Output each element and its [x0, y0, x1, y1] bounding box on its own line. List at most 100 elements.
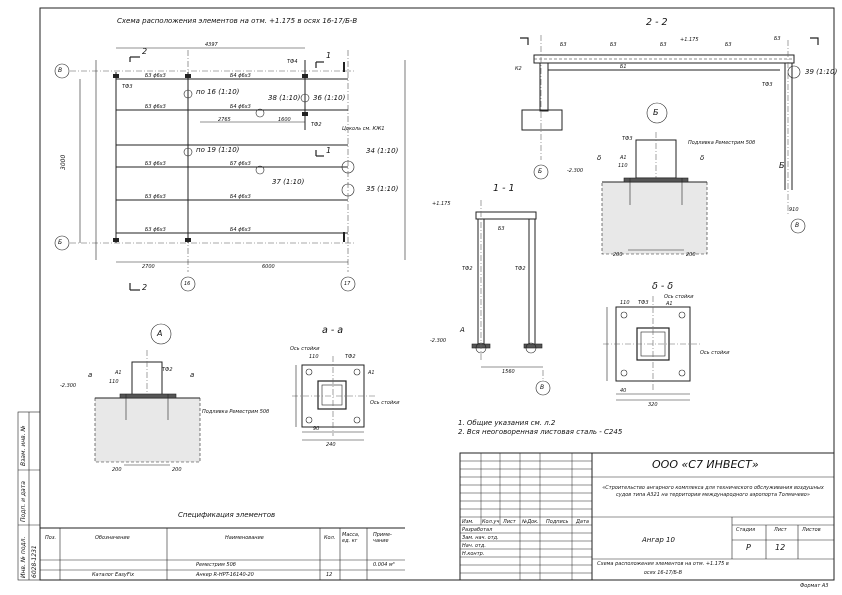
label-tf4: ТФ4 [287, 59, 298, 65]
s22-axis-v: В [795, 222, 800, 229]
s22-elev: +1.175 [680, 37, 699, 43]
stamp-col-izm: Изм. [462, 519, 474, 525]
s22-d910: 910 [789, 207, 799, 213]
nodeA-tf2: ТФ2 [162, 367, 173, 373]
s22-axis-b: Б [538, 168, 543, 175]
stamp-building: Ангар 10 [642, 536, 675, 544]
nodeB-i10: 110 [618, 163, 628, 169]
nodeA-label: А [157, 329, 163, 338]
s11-axis-a: А [460, 326, 465, 334]
s22-b3-2: Б3 [610, 42, 617, 48]
cut-2-bottom: 2 [142, 283, 148, 292]
s22-b3-4: Б3 [725, 42, 732, 48]
s11-d1560: 1560 [502, 369, 515, 375]
sAA-i10: 110 [309, 354, 319, 360]
sDD-d320: 320 [648, 402, 658, 408]
stamp-role-3: Нач. отд. [462, 543, 486, 549]
spec-header-pos: Поз. [45, 535, 57, 541]
stamp-sheet-header: Лист [774, 527, 787, 533]
stamp-sheets-header: Листов [802, 527, 821, 533]
s22-tf3: ТФ3 [762, 82, 773, 88]
stamp-col-koluch: Кол.уч [482, 519, 500, 525]
nodeA-d200-1: 200 [112, 467, 122, 473]
plan-title: Схема расположения элементов на отм. +1.… [117, 17, 358, 25]
callout-19: по 19 (1:10) [196, 146, 240, 154]
sDD-tf3: ТФ3 [638, 300, 649, 306]
callout-35: 35 (1:10) [366, 185, 399, 193]
spec-title: Спецификация элементов [178, 511, 276, 519]
stamp-role-4: Н.контр. [462, 551, 485, 557]
nodeA-i10: 110 [109, 379, 119, 385]
stamp-role-2: Зам. нач. отд. [462, 535, 499, 541]
dim-3000: 3000 [60, 154, 67, 170]
note-1: 1. Общие указания см. л.2 [458, 419, 556, 427]
dim-4397: 4397 [205, 42, 218, 48]
beam-b4-2: Б4 ϕ6x3 [230, 104, 251, 110]
nodeB-elev: -2.300 [567, 168, 584, 174]
sDD-i10: 110 [620, 300, 630, 306]
cut-2-top: 2 [142, 47, 148, 56]
axis-v-plan: В [58, 67, 63, 74]
side-vzam: Взам. инв. № [20, 425, 27, 466]
sAA-d240: 240 [326, 442, 336, 448]
label-tf2: ТФ2 [311, 122, 322, 128]
callout-34: 34 (1:10) [366, 147, 399, 155]
spec-header-qty: Кол. [324, 535, 336, 541]
sAA-d90: 90 [313, 426, 320, 432]
dim-2765: 2765 [218, 117, 231, 123]
side-sign: Подп. и дата [20, 481, 27, 522]
cut-1-top: 1 [326, 51, 332, 60]
s22-k2: К2 [515, 66, 522, 72]
nodeB-a1: А1 [620, 155, 627, 161]
spec-row1-name: Реместрим 50б [196, 562, 236, 568]
sDD-os: Ось стойки [664, 294, 694, 300]
spec-row2-code: Каталог EasyFix [92, 572, 135, 578]
cut-1-bottom: 1 [326, 146, 332, 155]
axis-b-plan: Б [58, 239, 63, 246]
beam-b3-5: Б3 ϕ6x3 [145, 227, 166, 233]
spec-header-code: Обозначение [95, 535, 130, 541]
section22-title: 2 - 2 [646, 17, 668, 28]
sAA-a1: А1 [368, 370, 375, 376]
stamp-col-doc: №Док. [522, 519, 539, 525]
sectionDD-title: δ - δ [652, 281, 674, 292]
s22-b3-1: Б3 [560, 42, 567, 48]
stamp-col-sign: Подпись [546, 519, 569, 525]
s22-b3-3: Б3 [660, 42, 667, 48]
nodeB-podl: Подливка Реместрим 50б [688, 140, 756, 146]
nodeA-a-right: а [190, 371, 195, 379]
stamp-role-1: Разработал [462, 527, 493, 533]
stamp-col-list: Лист [503, 519, 516, 525]
side-inv-val: 6028-1231 [31, 545, 38, 578]
beam-b3-1: Б3 ϕ6x3 [145, 73, 166, 79]
callout-36: 36 (1:10) [313, 94, 346, 102]
sDD-a1: А1 [666, 301, 673, 307]
stamp-company: ООО «С7 ИНВЕСТ» [652, 458, 759, 471]
spec-row2-qty: 12 [326, 572, 333, 578]
s22-callout-39: 39 (1:10) [805, 68, 838, 76]
spec-header-note: Приме- чание [373, 532, 392, 544]
sAA-os2: Ось стойки [370, 400, 400, 406]
s22-b-mark: Б [779, 161, 785, 170]
note-2: 2. Вся неоговоренная листовая сталь - С2… [458, 428, 623, 436]
nodeB-d-left: δ [597, 154, 602, 162]
beam-b4-3: Б4 ϕ6x3 [230, 194, 251, 200]
nodeB-d-right: δ [700, 154, 705, 162]
nodeA-podl: Подливка Реместрим 50б [202, 409, 270, 415]
section11-title: 1 - 1 [493, 183, 515, 194]
axis-16: 16 [184, 281, 191, 287]
nodeA-a-left: а [88, 371, 93, 379]
callout-38: 38 (1:10) [268, 94, 301, 102]
s22-b1: Б1 [620, 64, 627, 70]
dim-2700: 2700 [142, 264, 155, 270]
stamp-col-date: Дата [576, 519, 589, 525]
callout-16: по 16 (1:10) [196, 88, 240, 96]
s11-axis-v: В [540, 384, 545, 391]
dim-1600: 1600 [278, 117, 291, 123]
spec-row2-name: Анкер R-HPT-16140-20 [196, 572, 254, 578]
nodeB-label: Б [653, 108, 659, 117]
label-cokol: Цоколь см. КЖ1 [342, 126, 385, 132]
s11-elev-top: +1.175 [432, 201, 451, 207]
label-tf3: ТФ3 [122, 84, 133, 90]
